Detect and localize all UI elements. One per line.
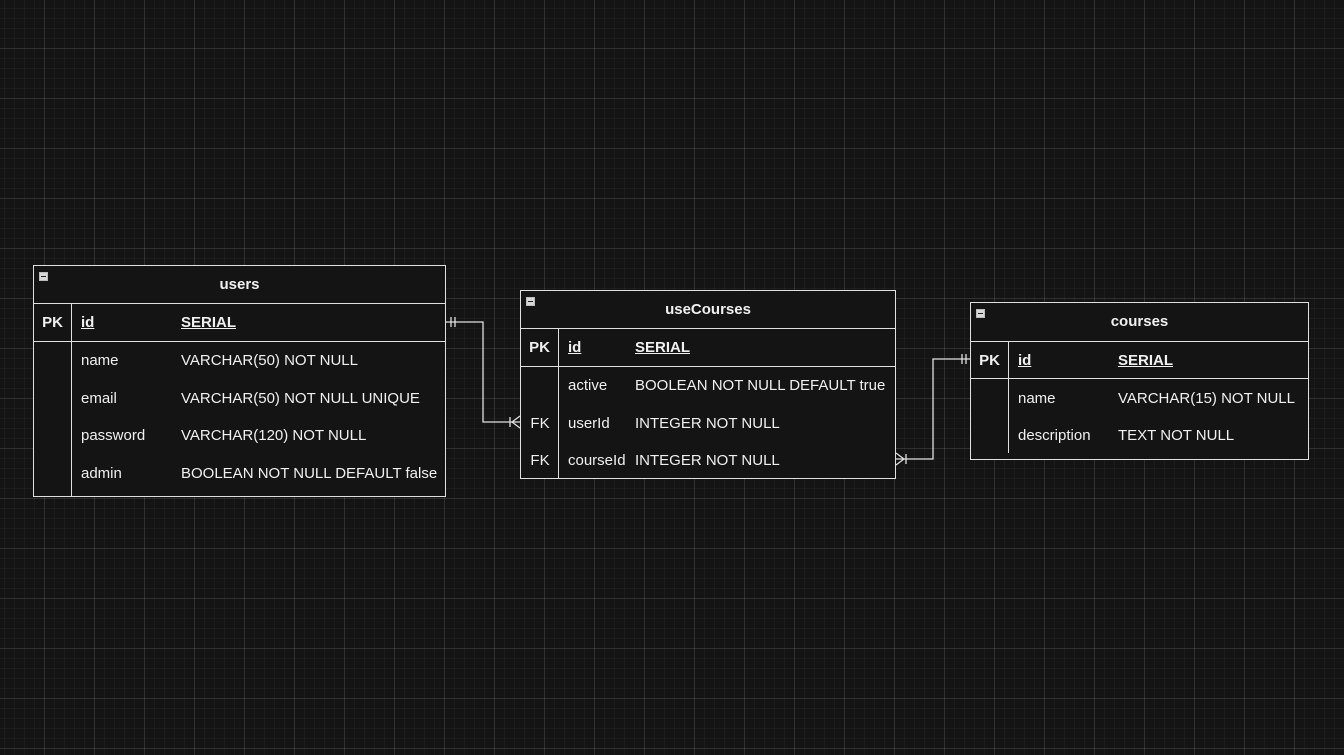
- attribute-row[interactable]: description TEXT NOT NULL: [971, 417, 1308, 454]
- column-type: BOOLEAN NOT NULL DEFAULT true: [635, 377, 886, 394]
- column-name: id: [81, 314, 95, 331]
- entity-users[interactable]: users PK id SERIAL name VARCHAR(50) NOT …: [33, 265, 446, 497]
- crow-foot-upper: [511, 415, 521, 423]
- relationship-courses-useCourses[interactable]: [895, 354, 970, 466]
- key-column-divider: [34, 342, 72, 496]
- column-type: SERIAL: [181, 314, 237, 331]
- attribute-row[interactable]: FK courseId INTEGER NOT NULL: [521, 442, 895, 478]
- entity-header-useCourses[interactable]: useCourses: [521, 291, 895, 329]
- column-name: description: [1018, 427, 1091, 444]
- attribute-row[interactable]: FK userId INTEGER NOT NULL: [521, 404, 895, 442]
- collapse-icon[interactable]: [526, 297, 535, 306]
- crow-foot-upper: [895, 452, 905, 460]
- collapse-icon[interactable]: [976, 309, 985, 318]
- column-type: TEXT NOT NULL: [1118, 427, 1235, 444]
- column-type: INTEGER NOT NULL: [635, 414, 780, 432]
- attribute-row[interactable]: password VARCHAR(120) NOT NULL: [34, 417, 445, 454]
- key-column-divider: [521, 367, 559, 478]
- key-label: PK: [521, 329, 559, 366]
- key-label: FK: [530, 414, 550, 432]
- collapse-icon[interactable]: [39, 272, 48, 281]
- column-type: VARCHAR(15) NOT NULL: [1118, 389, 1295, 407]
- connector-line: [896, 358, 970, 460]
- entity-useCourses[interactable]: useCourses PK id SERIAL active BOOLEAN N…: [520, 290, 896, 479]
- column-name: admin: [81, 464, 122, 482]
- key-label: FK: [530, 451, 550, 469]
- column-name: password: [81, 427, 146, 444]
- attribute-list: name VARCHAR(50) NOT NULL email VARCHAR(…: [34, 342, 445, 496]
- entity-courses[interactable]: courses PK id SERIAL name VARCHAR(15) NO…: [970, 302, 1309, 460]
- attribute-list: active BOOLEAN NOT NULL DEFAULT true FK …: [521, 367, 895, 478]
- column-name: id: [1018, 351, 1032, 369]
- crow-foot-lower: [511, 421, 521, 429]
- pk-row[interactable]: PK id SERIAL: [521, 329, 895, 367]
- column-type: SERIAL: [635, 339, 691, 356]
- attribute-list: name VARCHAR(15) NOT NULL description TE…: [971, 379, 1308, 459]
- pk-row[interactable]: PK id SERIAL: [34, 304, 445, 342]
- entity-header-users[interactable]: users: [34, 266, 445, 304]
- entity-title: courses: [1110, 313, 1169, 330]
- attribute-row[interactable]: email VARCHAR(50) NOT NULL UNIQUE: [34, 379, 445, 417]
- column-name: id: [568, 339, 582, 356]
- crow-foot-lower: [895, 458, 905, 466]
- column-type: VARCHAR(120) NOT NULL: [181, 427, 367, 444]
- connector-line: [446, 321, 520, 423]
- key-column-divider: [971, 379, 1009, 453]
- column-type: SERIAL: [1118, 351, 1174, 369]
- attribute-row[interactable]: name VARCHAR(15) NOT NULL: [971, 379, 1308, 417]
- column-name: name: [81, 352, 119, 369]
- attribute-row[interactable]: admin BOOLEAN NOT NULL DEFAULT false: [34, 454, 445, 492]
- entity-title: useCourses: [665, 301, 751, 318]
- column-name: courseId: [568, 451, 626, 469]
- entity-header-courses[interactable]: courses: [971, 303, 1308, 342]
- relationship-users-useCourses[interactable]: [446, 317, 521, 429]
- key-label: PK: [34, 304, 72, 341]
- column-name: active: [568, 377, 608, 394]
- column-name: name: [1018, 389, 1056, 407]
- column-name: email: [81, 389, 117, 407]
- column-name: userId: [568, 414, 610, 432]
- column-type: VARCHAR(50) NOT NULL: [181, 352, 358, 369]
- attribute-row[interactable]: name VARCHAR(50) NOT NULL: [34, 342, 445, 379]
- attribute-row[interactable]: active BOOLEAN NOT NULL DEFAULT true: [521, 367, 895, 404]
- entity-title: users: [219, 276, 260, 293]
- pk-row[interactable]: PK id SERIAL: [971, 342, 1308, 379]
- column-type: VARCHAR(50) NOT NULL UNIQUE: [181, 389, 420, 407]
- key-label: PK: [971, 342, 1009, 378]
- column-type: BOOLEAN NOT NULL DEFAULT false: [181, 464, 438, 482]
- column-type: INTEGER NOT NULL: [635, 451, 780, 469]
